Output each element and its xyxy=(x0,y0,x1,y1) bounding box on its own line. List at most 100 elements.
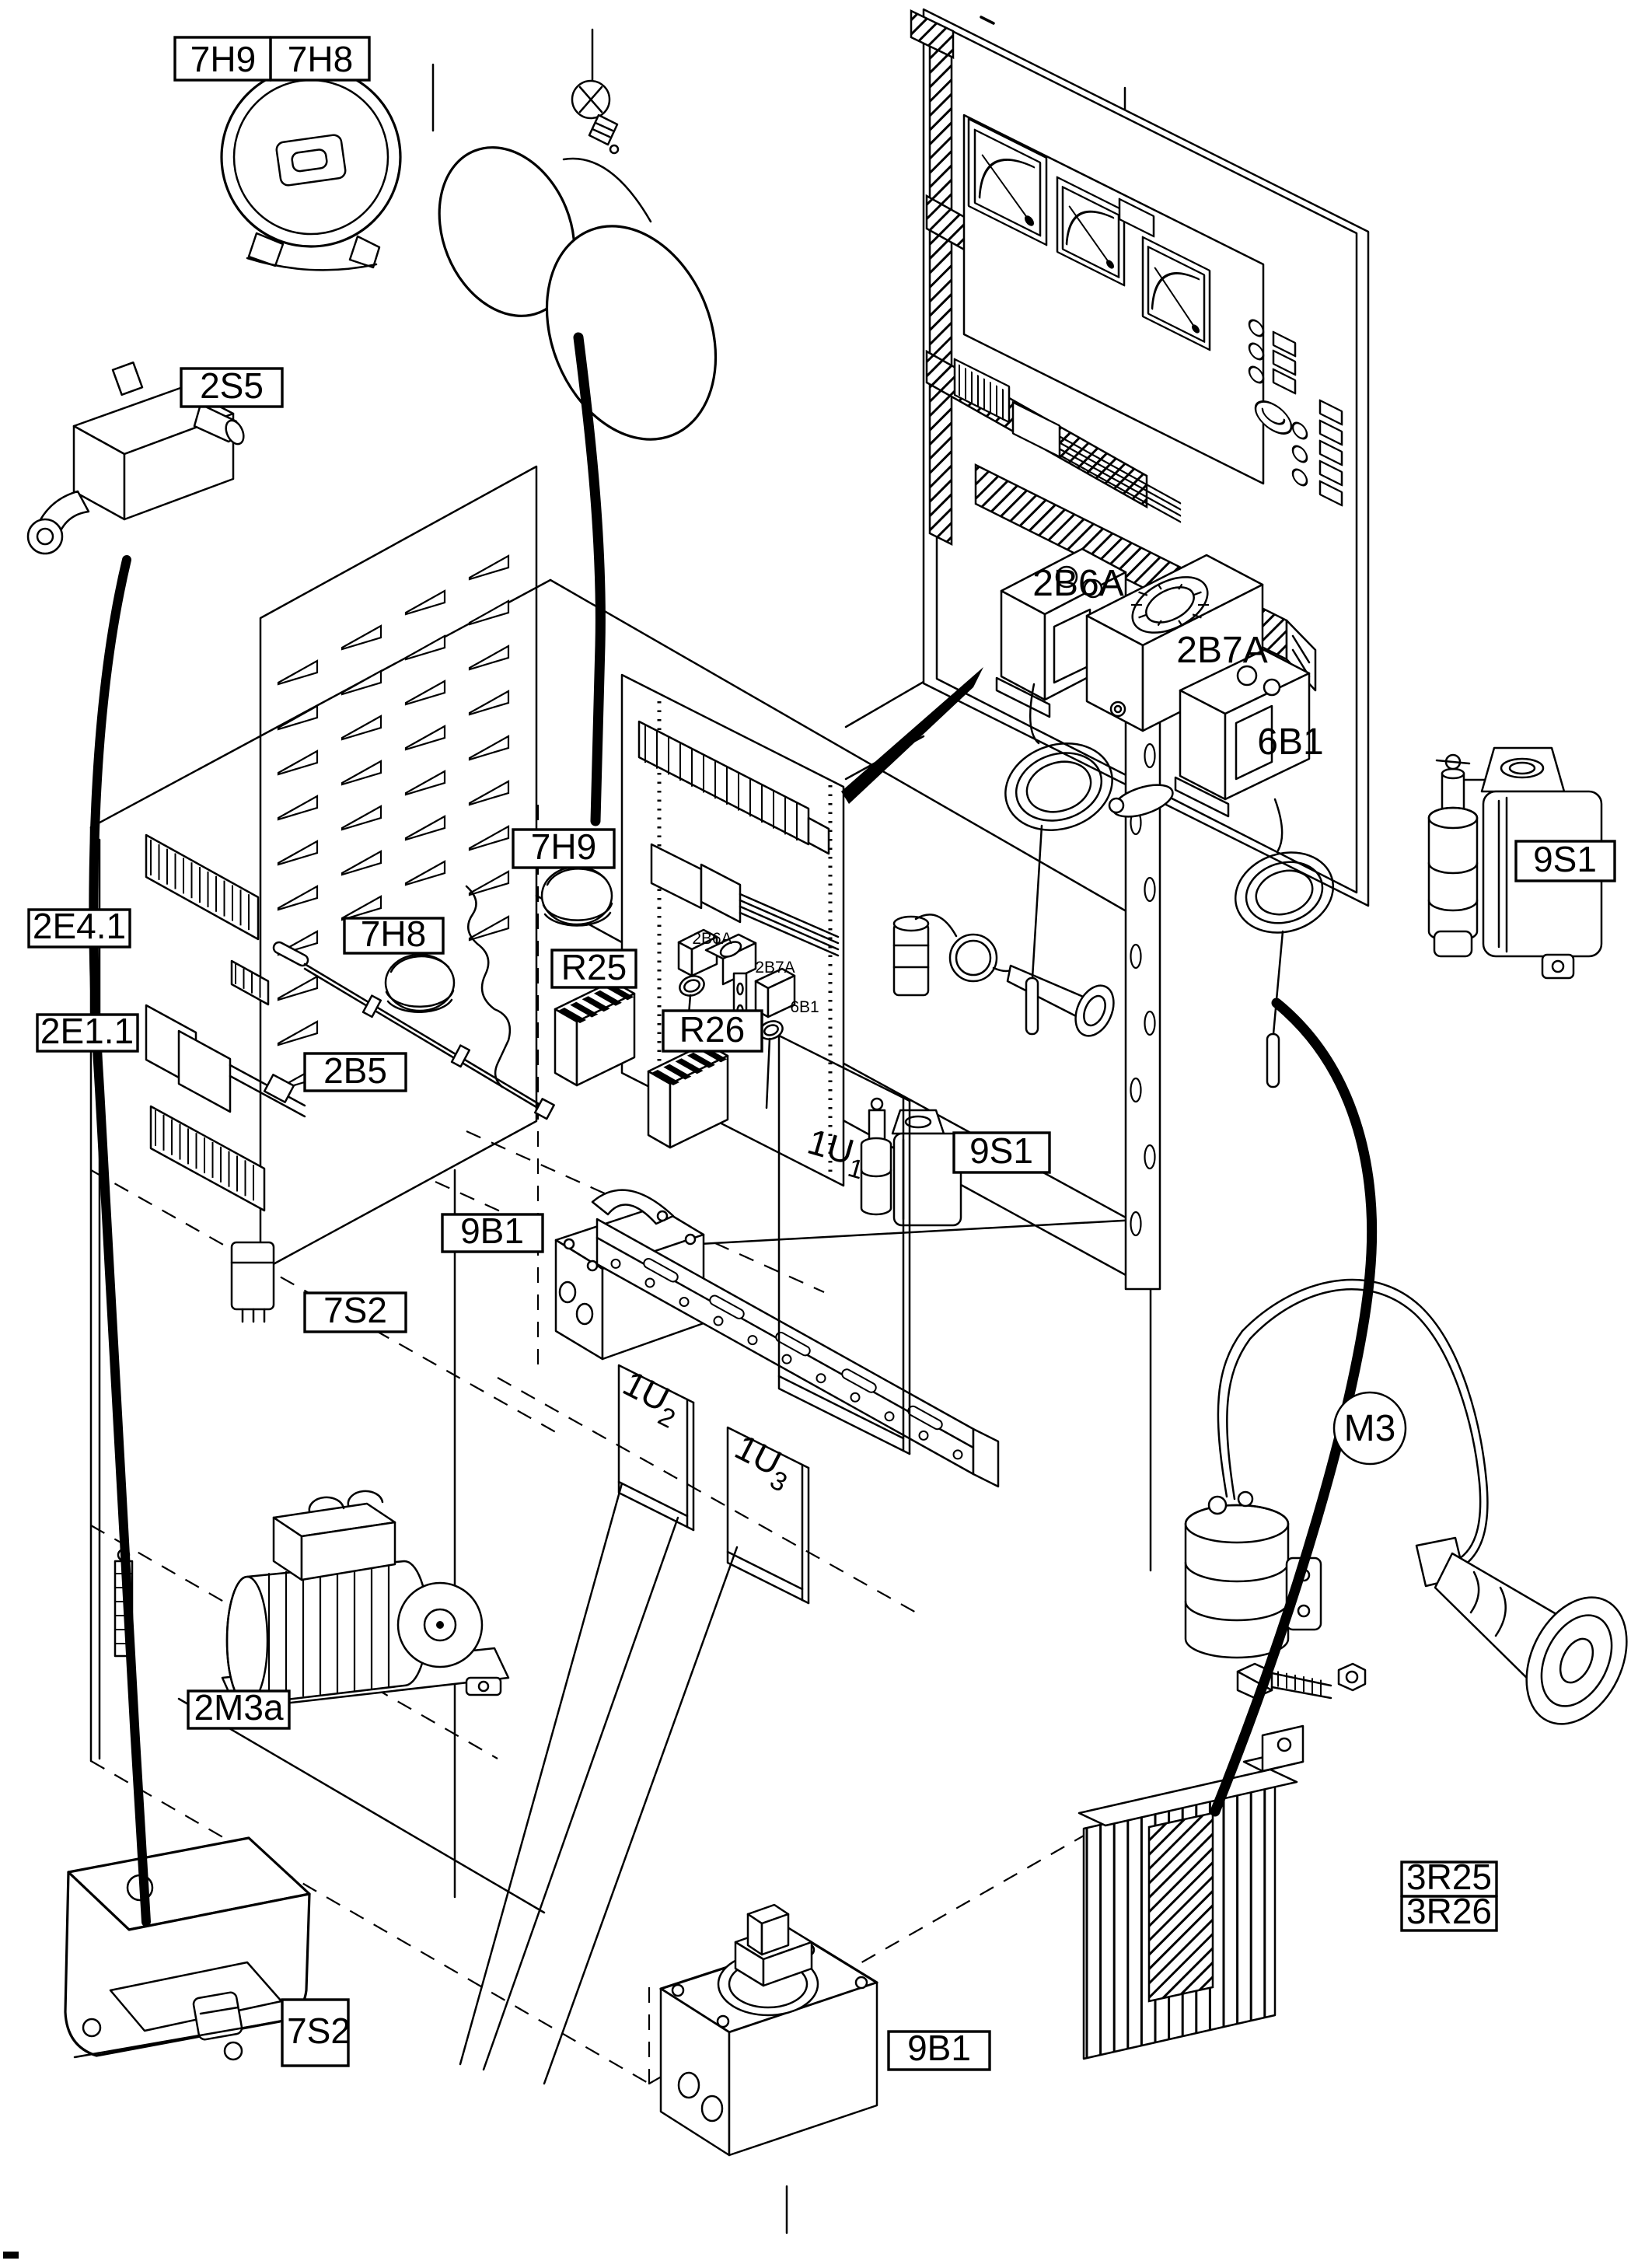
sheet-1u1 xyxy=(777,1034,911,1455)
louver-slot xyxy=(404,589,446,616)
louver-slot xyxy=(277,840,319,866)
svg-text:9B1: 9B1 xyxy=(907,2028,971,2068)
svg-text:9S1: 9S1 xyxy=(969,1130,1033,1171)
louver-slot xyxy=(468,825,510,851)
louver-slot xyxy=(468,690,510,716)
label-2b6a: 2B6A xyxy=(1032,563,1123,604)
door-modules xyxy=(953,358,1182,523)
rail-hole xyxy=(781,1354,792,1364)
svg-text:7S2: 7S2 xyxy=(323,1290,387,1330)
mini-label-2b6a: 2B6A xyxy=(692,930,732,948)
rail-slot xyxy=(709,1294,745,1319)
pressure-switch-6b1 xyxy=(1174,648,1335,1088)
louver-slot xyxy=(404,860,446,886)
louver-slot xyxy=(341,624,382,651)
louver-slot xyxy=(468,645,510,671)
label-2e41: 2E4.1 xyxy=(27,906,131,949)
solenoid-9s1-mid xyxy=(860,1097,962,1227)
resistor-fin xyxy=(675,1058,704,1074)
louver-slot xyxy=(404,815,446,841)
post-slot xyxy=(1144,1010,1156,1036)
rail-hole xyxy=(952,1449,963,1460)
terminal-boards xyxy=(145,833,306,1212)
louver-slot xyxy=(277,704,319,731)
resistor-fin xyxy=(558,1008,586,1023)
label-7h9-mid: 7H9 xyxy=(512,826,616,869)
louver-slot xyxy=(341,669,382,696)
louver-slot xyxy=(277,975,319,1001)
label-r25: R25 xyxy=(550,947,637,989)
svg-text:9B1: 9B1 xyxy=(460,1211,524,1251)
svg-text:2S5: 2S5 xyxy=(200,365,264,406)
svg-text:2E1.1: 2E1.1 xyxy=(40,1011,134,1051)
dial-tick xyxy=(1192,613,1202,619)
label-3r25-3r26: 3R25 3R26 xyxy=(1400,1857,1498,1932)
rail-slot xyxy=(775,1331,811,1357)
svg-text:9S1: 9S1 xyxy=(1533,839,1597,879)
post-slot xyxy=(1144,876,1156,903)
cable-duct-vertical xyxy=(928,29,953,547)
sheet-1u3 xyxy=(726,1426,810,1605)
svg-text:2E4.1: 2E4.1 xyxy=(33,906,126,946)
rail-hole xyxy=(850,1392,861,1403)
micro-switch-7s2-mid xyxy=(230,1241,275,1323)
louver-slot xyxy=(404,725,446,751)
thermostats-group xyxy=(995,547,1335,1291)
sheet-1u2 xyxy=(617,1364,695,1532)
resistor-fin xyxy=(663,1064,692,1080)
louver-slot xyxy=(404,634,446,661)
louver-slot xyxy=(341,850,382,876)
louver-slot xyxy=(341,895,382,921)
panel-buttons xyxy=(1272,330,1343,507)
resistor-fin xyxy=(686,1052,715,1068)
rotary-switch-9b1-bottom xyxy=(659,1903,878,2157)
module-wires xyxy=(739,893,840,957)
resistor-fin xyxy=(593,990,622,1006)
dial-tick xyxy=(1178,620,1183,627)
louver-slot xyxy=(341,714,382,741)
louver-slot xyxy=(404,770,446,796)
label-r26: R26 xyxy=(662,1009,763,1053)
svg-text:2B5: 2B5 xyxy=(323,1050,387,1091)
svg-text:7H8: 7H8 xyxy=(361,914,426,954)
bolt xyxy=(1236,1662,1332,1700)
lamp-cable-squiggle xyxy=(465,885,512,1088)
louver-slot xyxy=(277,749,319,776)
louver-slot xyxy=(468,870,510,896)
switch-handle xyxy=(734,1903,813,1987)
louver-slot xyxy=(341,805,382,831)
relay-module xyxy=(650,843,703,910)
svg-text:3R25: 3R25 xyxy=(1406,1857,1492,1897)
label-9b1-mid: 9B1 xyxy=(441,1211,544,1253)
svg-text:7H8: 7H8 xyxy=(288,39,353,79)
label-2m3a: 2M3a xyxy=(187,1687,291,1730)
louver-slot xyxy=(404,680,446,706)
dial-tick xyxy=(1138,591,1148,596)
post-slot xyxy=(1130,1077,1142,1103)
label-9s1-mid: 9S1 xyxy=(952,1130,1051,1174)
label-2e11: 2E1.1 xyxy=(36,1011,139,1053)
resistor-fin xyxy=(570,1001,599,1018)
label-9s1-right: 9S1 xyxy=(1514,839,1616,882)
panel-knob xyxy=(1254,400,1293,435)
rail-hole xyxy=(884,1411,895,1422)
post-slot xyxy=(1144,742,1156,769)
analog-meter xyxy=(1056,176,1126,287)
bold-leaders xyxy=(89,332,1378,1927)
resistor-r26 xyxy=(647,1042,729,1149)
board-wires xyxy=(229,1064,306,1118)
louver-slot xyxy=(277,659,319,686)
rail-slot xyxy=(643,1258,679,1283)
post-slot xyxy=(1144,1144,1156,1170)
svg-text:7H9: 7H9 xyxy=(190,39,256,79)
dial-tick xyxy=(1157,620,1162,627)
label-9b1-bottom: 9B1 xyxy=(887,2028,991,2071)
rail-hole xyxy=(644,1277,655,1288)
louver-slot xyxy=(277,1020,319,1046)
rail-hole xyxy=(610,1258,621,1269)
svg-text:7H9: 7H9 xyxy=(531,826,596,867)
svg-text:2M3a: 2M3a xyxy=(194,1687,283,1728)
horn-speaker-side xyxy=(438,146,718,441)
solenoid-9s1-right xyxy=(1427,746,1603,980)
